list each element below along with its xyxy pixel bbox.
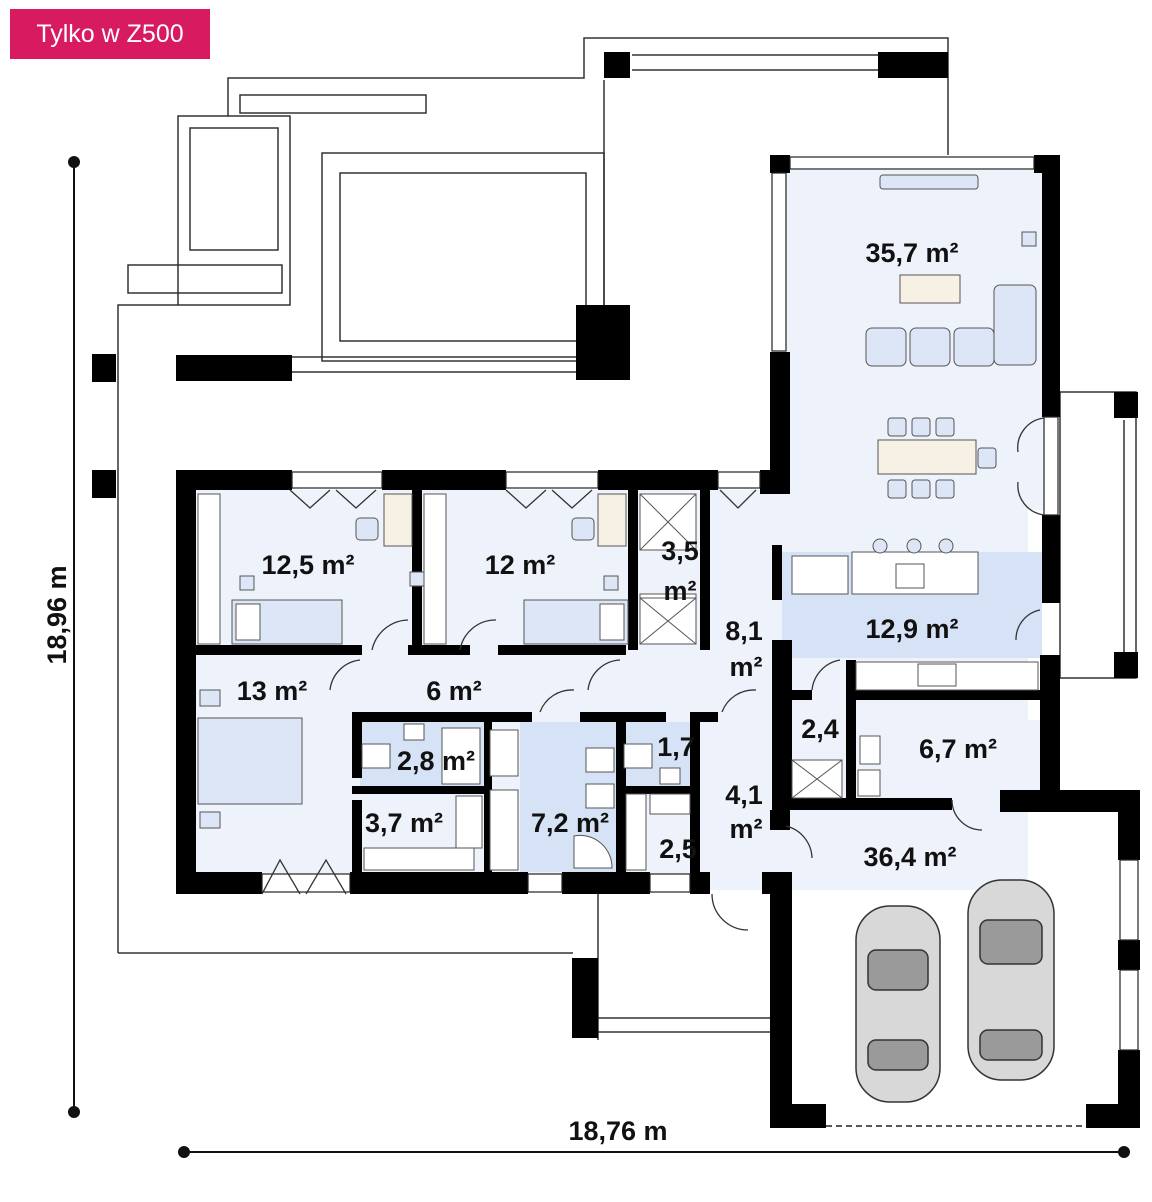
- room-area-storage-1: 2,5: [659, 834, 697, 864]
- doors: [261, 417, 1045, 931]
- filter-badge: Tylko w Z500: [10, 9, 210, 59]
- room-area-hall-line2: m²: [730, 652, 763, 682]
- car-icon: [855, 879, 1055, 1103]
- windows: [261, 156, 1139, 1051]
- room-area-garage: 36,4 m²: [863, 842, 956, 872]
- room-area-pantry: 2,4: [801, 714, 839, 744]
- room-area-wardrobe: 3,7 m²: [365, 808, 443, 838]
- room-area-vestibule-line2: m²: [730, 814, 763, 844]
- room-area-bathroom: 7,2 m²: [531, 808, 609, 838]
- room-area-hall-line1: 8,1: [725, 616, 763, 646]
- room-area-kitchen: 12,9 m²: [865, 614, 958, 644]
- room-area-bedroom-1: 12,5 m²: [261, 550, 354, 580]
- dimension-lines: [68, 156, 1130, 1158]
- room-area-living: 35,7 m²: [865, 238, 958, 268]
- width-dimension: 18,76 m: [568, 1116, 667, 1146]
- room-area-wc-2: 1,7: [657, 732, 695, 762]
- floors: [196, 170, 1044, 890]
- room-area-vestibule-line1: 4,1: [725, 780, 763, 810]
- room-area-corridor: 6 m²: [426, 676, 482, 706]
- room-area-utility: 6,7 m²: [919, 734, 997, 764]
- walls: [92, 52, 1140, 1128]
- depth-dimension: 18,96 m: [42, 565, 72, 664]
- room-area-bedroom-2: 12 m²: [485, 550, 556, 580]
- room-area-closet-1-line2: m²: [664, 576, 697, 606]
- furniture: [197, 174, 1039, 871]
- room-area-closet-1-line1: 3,5: [661, 536, 699, 566]
- room-area-wc-1: 2,8 m²: [397, 746, 475, 776]
- room-area-master-bedroom: 13 m²: [237, 676, 308, 706]
- terrace-outlines: [117, 37, 1137, 1040]
